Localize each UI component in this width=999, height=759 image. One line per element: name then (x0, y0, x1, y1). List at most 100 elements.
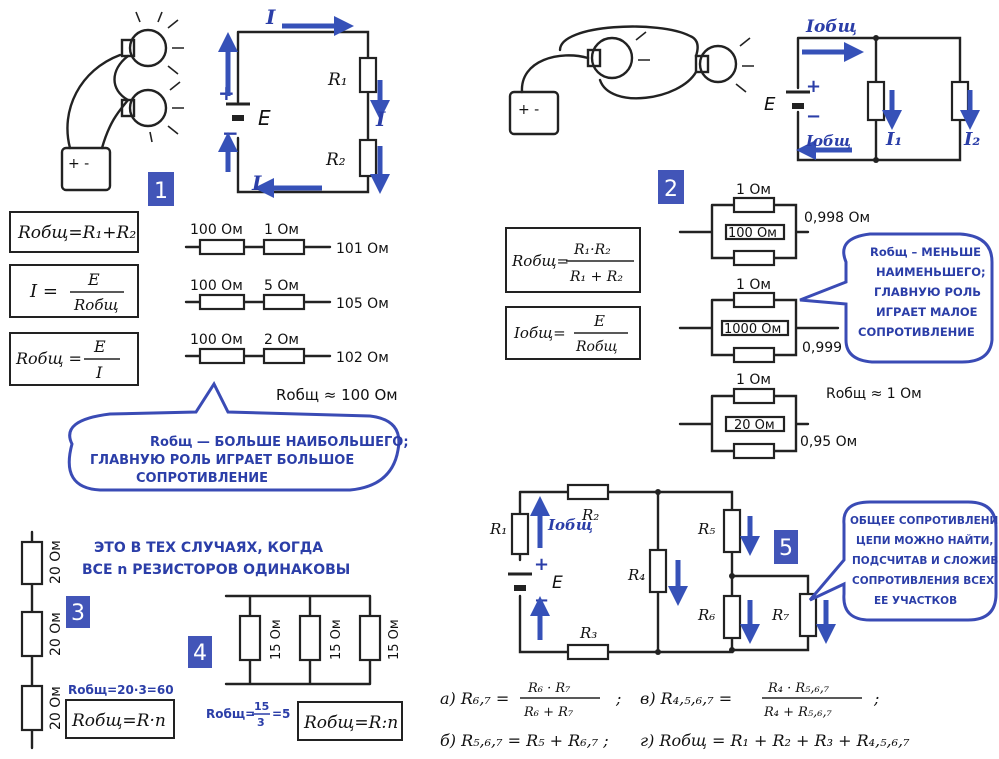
current-label-top: I (265, 5, 276, 29)
series-row-1: 100 Ом 1 Ом 101 Ом (184, 222, 389, 257)
plus-sign-5: + (534, 554, 549, 575)
series-equal-label-1: 20 Ом (48, 540, 64, 584)
resistor-branch-1 (866, 80, 886, 122)
battery-with-parallel-bulbs-icon: + - (508, 25, 754, 136)
formula-box-resistance (9, 332, 139, 386)
series-examples: 100 Ом 1 Ом 101 Ом 100 Ом 5 Ом 105 Ом 10… (184, 222, 398, 404)
i1-label: I₁ (885, 129, 902, 150)
eq-a-den: R₆ + R₇ (523, 705, 574, 720)
panel-number-4: 4 (193, 641, 207, 666)
resistor-r6-mixed (722, 594, 742, 640)
r5-mixed-label: R₅ (697, 520, 715, 538)
series-row-3-a: 100 Ом (190, 332, 243, 348)
parallel-1-top: 1 Ом (736, 182, 771, 198)
parallel-group-3: 1 Ом 20 Ом 0,95 Ом (678, 372, 857, 460)
r4-mixed-label: R₄ (627, 566, 645, 584)
formula-parallel-r-left: Rобщ= (511, 252, 569, 270)
formula-total: Rобщ=R₁+R₂ (17, 223, 136, 243)
eq-c-left: в) R₄,₅,₆,₇ = (640, 689, 732, 708)
series-row-1-total: 101 Ом (336, 241, 389, 257)
formula-box-current (9, 264, 139, 318)
panel-number-badge-3 (66, 596, 90, 628)
parallel-note-line-2: НАИМЕНЬШЕГО; (876, 265, 986, 279)
parallel-equal-label-1: 15 Ом (269, 619, 284, 660)
parallel-3-bottom: 20 Ом (734, 418, 775, 433)
eq-a-num: R₆ · R₇ (527, 681, 571, 696)
emf-label-2: E (764, 94, 776, 115)
i2-label: I₂ (963, 129, 980, 150)
equal-note-line-1: ЭТО В ТЕХ СЛУЧАЯХ, КОГДА (94, 540, 323, 556)
parallel-note-line-3: ГЛАВНУЮ РОЛЬ (874, 285, 981, 299)
series-note-line-3: СОПРОТИВЛЕНИЕ (136, 471, 268, 486)
resistor-r5-mixed (722, 508, 742, 554)
series-equal-label-3: 20 Ом (48, 686, 64, 730)
series-row-1-b: 1 Ом (264, 222, 299, 238)
parallel-equal-calc-right: =5 (272, 707, 290, 721)
panel-2-parallel-circuit: + - + − E Iобщ Iобщ I₁ I₂ 2 Rобщ= R₁· (505, 17, 994, 460)
series-row-1-a: 100 Ом (190, 222, 243, 238)
formula-current-den: Rобщ (73, 296, 119, 314)
formula-parallel-r-den: R₁ + R₂ (569, 269, 623, 285)
series-row-2-a: 100 Ом (190, 278, 243, 294)
parallel-approx: Rобщ ≈ 1 Ом (826, 386, 922, 402)
series-note-bubble (67, 380, 401, 492)
eq-a-left: а) R₆,₇ = (440, 689, 509, 708)
formula-box-parallel-r (505, 227, 641, 293)
panel-number-badge-4 (188, 636, 212, 668)
series-equal-formula: Rобщ=R·n (71, 711, 166, 731)
parallel-1-bottom: 100 Ом (728, 226, 777, 241)
formula-box-series-equal (65, 699, 175, 739)
mixed-note-line-3: ПОДСЧИТАВ И СЛОЖИВ (852, 555, 998, 567)
parallel-3-top: 1 Ом (736, 372, 771, 388)
resistor-r1-mixed (510, 512, 530, 556)
current-label-right: I (375, 107, 386, 131)
parallel-note-bubble (799, 232, 994, 364)
resistor-r3-mixed (566, 643, 610, 661)
emf-label: E (258, 106, 271, 130)
series-equal-label-2: 20 Ом (48, 612, 64, 656)
r1-label: R₁ (327, 70, 348, 90)
resistor-r7-mixed (798, 592, 818, 638)
r2-mixed-label: R₂ (581, 506, 599, 524)
parallel-equal-calc-den: 3 (257, 716, 265, 729)
parallel-note-line-5: СОПРОТИВЛЕНИЕ (858, 325, 975, 339)
parallel-1-total: 0,998 Ом (804, 210, 870, 226)
formula-r-left: Rобщ = (15, 349, 82, 368)
panel-number: 1 (154, 179, 168, 204)
panel-1-series-circuit: + - + − E R₁ R₂ I I I (9, 5, 409, 492)
series-note-line-2: ГЛАВНУЮ РОЛЬ ИГРАЕТ БОЛЬШОЕ (90, 453, 354, 468)
formula-box-parallel-equal (297, 701, 403, 741)
parallel-note-line-1: Rобщ – МЕНЬШЕ (870, 245, 981, 259)
parallel-equal-label-3: 15 Ом (387, 619, 402, 660)
mixed-note-line-4: СОПРОТИВЛЕНИЯ ВСЕХ (852, 575, 994, 587)
r2-label: R₂ (325, 150, 346, 170)
formula-current-num: E (87, 270, 100, 289)
mixed-note-bubble (808, 500, 998, 622)
plus-sign-2: + (806, 76, 821, 97)
panel-5-mixed-circuit: + − E Iобщ R₁ R₂ R₃ R₄ R₅ R₆ R₇ 5 ОБЩЕЕ … (440, 483, 999, 750)
parallel-3-total: 0,95 Ом (800, 434, 857, 450)
formula-parallel-i-left: Iобщ= (513, 324, 566, 342)
parallel-2-top: 1 Ом (736, 277, 771, 293)
i-total-label-bottom: Iобщ (805, 132, 851, 150)
i-total-label-mixed: Iобщ (547, 516, 593, 534)
parallel-equal-formula: Rобщ=R:n (303, 713, 398, 733)
r7-mixed-label: R₇ (771, 606, 789, 624)
parallel-equal-label-2: 15 Ом (329, 619, 344, 660)
resistor-r1 (358, 56, 378, 94)
formula-r-num: E (93, 337, 106, 356)
resistor-branch-2 (950, 80, 970, 122)
resistor-r2 (358, 138, 378, 178)
panel-4-equal-parallel: ЭТО В ТЕХ СЛУЧАЯХ, КОГДА ВСЕ n РЕЗИСТОРО… (82, 540, 403, 741)
series-equal-calc: Rобщ=20·3=60 (68, 683, 174, 697)
formula-current-left: I = (29, 281, 58, 302)
emf-label-5: E (552, 573, 563, 593)
r1-mixed-label: R₁ (489, 520, 507, 538)
svg-text:+ -: + - (68, 156, 89, 172)
panel-number-3: 3 (71, 601, 85, 626)
series-row-2: 100 Ом 5 Ом 105 Ом (184, 278, 389, 312)
mixed-note-line-2: ЦЕПИ МОЖНО НАЙТИ, (856, 534, 993, 547)
eq-b: б) R₅,₆,₇ = R₅ + R₆,₇ ; (440, 731, 609, 750)
